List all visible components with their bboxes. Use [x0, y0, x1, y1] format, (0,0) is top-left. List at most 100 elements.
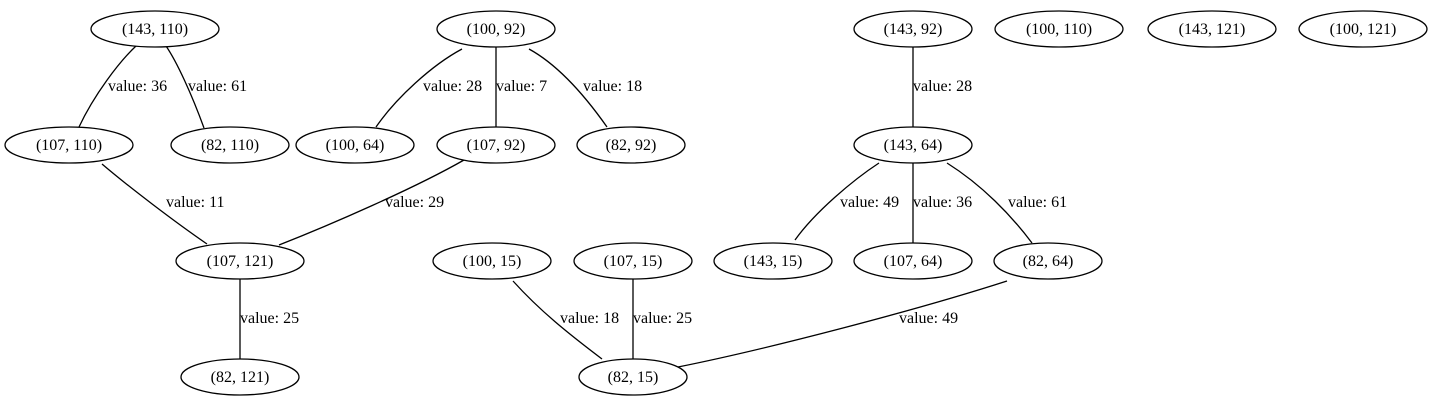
node-n82_64: (82, 64)	[993, 242, 1103, 280]
edge-n107_121-n82_121: value: 25	[239, 279, 299, 359]
edge-n143_110-n107_110: value: 36	[78, 45, 167, 128]
node-n107_110: (107, 110)	[4, 126, 134, 164]
node-n100_92: (100, 92)	[436, 10, 556, 48]
edge-label: value: 28	[423, 78, 482, 95]
node-ellipse	[180, 358, 300, 396]
node-label: (143, 110)	[122, 21, 188, 38]
node-n143_15: (143, 15)	[713, 242, 833, 280]
edges-layer: value: 36 value: 61 value: 28 value: 7 value…	[78, 45, 1067, 368]
edge-n107_110-n107_121: value: 11	[101, 163, 225, 245]
node-label: (100, 92)	[467, 21, 526, 38]
edge-label: value: 61	[188, 78, 247, 95]
edge-label: value: 18	[583, 78, 642, 95]
node-n143_110: (143, 110)	[90, 10, 220, 48]
node-label: (100, 110)	[1026, 21, 1092, 38]
node-label: (143, 64)	[884, 137, 943, 154]
node-ellipse	[170, 126, 290, 164]
edge-n143_64-n143_15: value: 49	[794, 162, 899, 241]
edge-n143_64-n82_64: value: 61	[946, 162, 1067, 244]
edge-n107_15-n82_15: value: 25	[632, 279, 692, 359]
node-ellipse	[432, 242, 552, 280]
node-n143_121: (143, 121)	[1147, 10, 1277, 48]
edge-n100_92-n100_64: value: 28	[375, 48, 482, 128]
node-n100_121: (100, 121)	[1298, 10, 1428, 48]
node-ellipse	[1298, 10, 1428, 48]
nodes-layer: (143, 110) (100, 92) (143, 92) (100, 110) (1…	[4, 10, 1428, 396]
edge-n143_110-n82_110: value: 61	[165, 45, 247, 129]
node-label: (82, 64)	[1023, 253, 1074, 270]
node-ellipse	[573, 242, 693, 280]
node-ellipse	[578, 358, 688, 396]
node-n82_121: (82, 121)	[180, 358, 300, 396]
edge-label: value: 49	[899, 310, 958, 327]
node-n143_92: (143, 92)	[853, 10, 973, 48]
node-ellipse	[994, 10, 1124, 48]
node-label: (143, 121)	[1179, 21, 1246, 38]
edge-line	[278, 159, 465, 246]
edge-n107_92-n107_121: value: 29	[278, 159, 465, 246]
edge-label: value: 36	[913, 194, 972, 211]
edge-label: value: 25	[240, 310, 299, 327]
node-n100_64: (100, 64)	[295, 126, 415, 164]
node-label: (143, 15)	[744, 253, 803, 270]
node-ellipse	[90, 10, 220, 48]
node-ellipse	[1147, 10, 1277, 48]
edge-line	[101, 163, 208, 245]
edge-label: value: 18	[560, 310, 619, 327]
node-label: (107, 92)	[467, 137, 526, 154]
edge-n82_64-n82_15: value: 49	[677, 280, 1008, 368]
node-ellipse	[436, 126, 556, 164]
edge-label: value: 29	[385, 194, 444, 211]
edge-label: value: 61	[1008, 194, 1067, 211]
node-n107_15: (107, 15)	[573, 242, 693, 280]
node-ellipse	[295, 126, 415, 164]
node-ellipse	[4, 126, 134, 164]
node-n100_110: (100, 110)	[994, 10, 1124, 48]
node-label: (82, 92)	[606, 137, 657, 154]
edge-line	[375, 48, 463, 128]
edge-label: value: 25	[633, 310, 692, 327]
node-label: (143, 92)	[884, 21, 943, 38]
node-ellipse	[853, 242, 973, 280]
edge-n100_92-n107_92: value: 7	[495, 47, 547, 127]
node-ellipse	[576, 126, 686, 164]
edge-n100_15-n82_15: value: 18	[512, 280, 619, 360]
node-n82_110: (82, 110)	[170, 126, 290, 164]
node-label: (100, 121)	[1330, 21, 1397, 38]
node-n100_15: (100, 15)	[432, 242, 552, 280]
node-ellipse	[713, 242, 833, 280]
edge-line	[528, 48, 608, 128]
node-label: (107, 121)	[207, 253, 274, 270]
edge-line	[794, 162, 880, 241]
edge-line	[512, 280, 603, 360]
edge-n100_92-n82_92: value: 18	[528, 48, 642, 128]
node-label: (100, 64)	[326, 137, 385, 154]
node-label: (107, 110)	[36, 137, 102, 154]
node-ellipse	[993, 242, 1103, 280]
node-label: (107, 15)	[604, 253, 663, 270]
edge-n143_64-n107_64: value: 36	[912, 163, 972, 243]
node-label: (82, 121)	[211, 369, 270, 386]
edge-label: value: 49	[840, 194, 899, 211]
edge-line	[677, 280, 1008, 368]
edge-label: value: 11	[166, 194, 225, 211]
node-ellipse	[853, 10, 973, 48]
node-label: (82, 15)	[608, 369, 659, 386]
node-n107_121: (107, 121)	[175, 242, 305, 280]
edge-line	[78, 45, 137, 128]
node-n143_64: (143, 64)	[853, 126, 973, 164]
node-n107_92: (107, 92)	[436, 126, 556, 164]
node-n82_15: (82, 15)	[578, 358, 688, 396]
edge-label: value: 36	[108, 78, 167, 95]
edge-label: value: 7	[496, 78, 547, 95]
node-ellipse	[175, 242, 305, 280]
node-n82_92: (82, 92)	[576, 126, 686, 164]
node-n107_64: (107, 64)	[853, 242, 973, 280]
edge-line	[165, 45, 205, 129]
node-label: (107, 64)	[884, 253, 943, 270]
edge-n143_92-n143_64: value: 28	[912, 47, 972, 127]
node-ellipse	[853, 126, 973, 164]
edge-line	[946, 162, 1033, 244]
edge-label: value: 28	[913, 78, 972, 95]
